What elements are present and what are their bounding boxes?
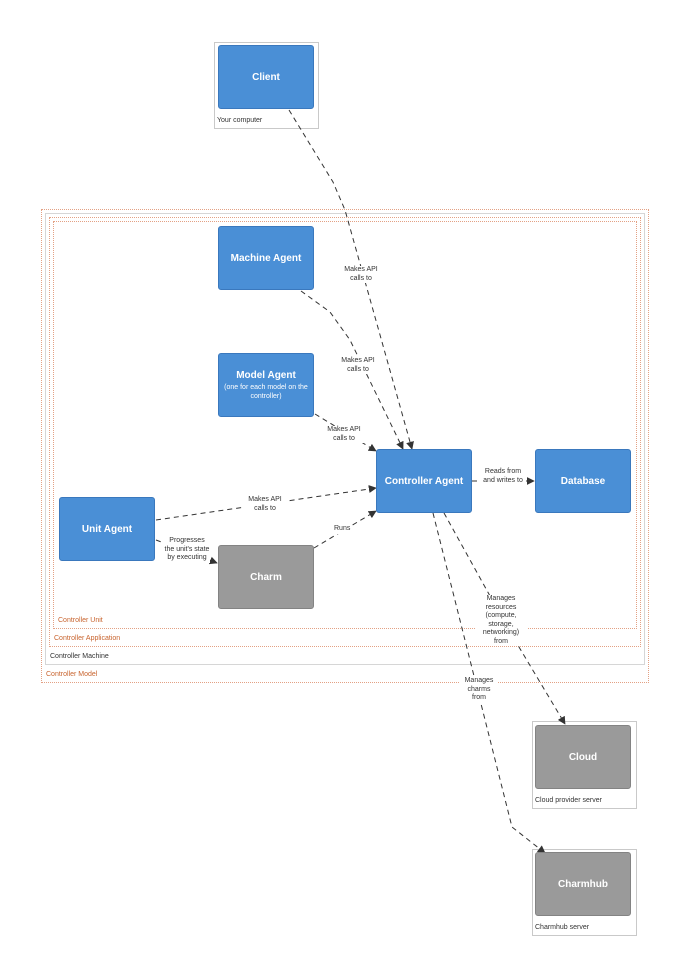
charmhub-server-frame [532, 849, 637, 936]
edge-client-to-controller [288, 109, 414, 450]
edge-label-machine: Makes API calls to [337, 357, 379, 374]
charmhub-server-caption: Charmhub server [535, 924, 590, 931]
controller-agent-title: Controller Agent [384, 475, 464, 487]
your-computer-frame [214, 42, 319, 129]
cloud-provider-caption: Cloud provider server [535, 797, 602, 804]
cloud-title: Cloud [568, 751, 598, 763]
model-agent-box[interactable]: Model Agent (one for each model on the c… [218, 353, 314, 417]
machine-agent-box[interactable]: Machine Agent [218, 226, 314, 290]
controller-machine-label: Controller Machine [50, 653, 109, 660]
edge-label-unit-charm: Progresses the unit's state by executing [164, 537, 210, 563]
client-title: Client [252, 71, 280, 83]
database-title: Database [560, 475, 606, 487]
unit-agent-box[interactable]: Unit Agent [59, 497, 155, 561]
client-box[interactable]: Client [218, 45, 314, 109]
cloud-provider-frame [532, 721, 637, 809]
edge-label-client: Makes API calls to [340, 266, 382, 283]
edge-model-to-controller [314, 413, 377, 452]
edge-label-unit: Makes API calls to [244, 496, 286, 513]
controller-model-label: Controller Model [46, 671, 98, 678]
edge-label-model: Makes API calls to [323, 426, 365, 443]
edge-label-charmhub: Manages charms from [460, 677, 498, 703]
charmhub-box[interactable]: Charmhub [535, 852, 631, 916]
edge-label-charm: Runs [334, 525, 351, 534]
machine-agent-title: Machine Agent [230, 252, 302, 264]
controller-unit-zone [53, 221, 637, 629]
controller-model-zone [41, 209, 649, 683]
charm-title: Charm [250, 571, 282, 583]
charm-box[interactable]: Charm [218, 545, 314, 609]
controller-agent-box[interactable]: Controller Agent [376, 449, 472, 513]
unit-agent-title: Unit Agent [81, 523, 133, 535]
your-computer-caption: Your computer [217, 117, 263, 124]
model-agent-subtitle: (one for each model on the controller) [224, 383, 308, 400]
edge-label-cloud: Manages resources (compute, storage, net… [475, 595, 527, 646]
controller-machine-zone [45, 213, 645, 665]
controller-application-label: Controller Application [54, 635, 121, 642]
edge-label-database: Reads from and writes to [480, 468, 526, 485]
edge-machine-to-controller [300, 290, 404, 450]
model-agent-title: Model Agent [236, 369, 296, 381]
controller-unit-label: Controller Unit [58, 617, 103, 624]
charmhub-title: Charmhub [558, 878, 608, 890]
controller-application-zone [49, 217, 641, 647]
edge-controller-to-charmhub [432, 512, 546, 854]
cloud-box[interactable]: Cloud [535, 725, 631, 789]
database-box[interactable]: Database [535, 449, 631, 513]
